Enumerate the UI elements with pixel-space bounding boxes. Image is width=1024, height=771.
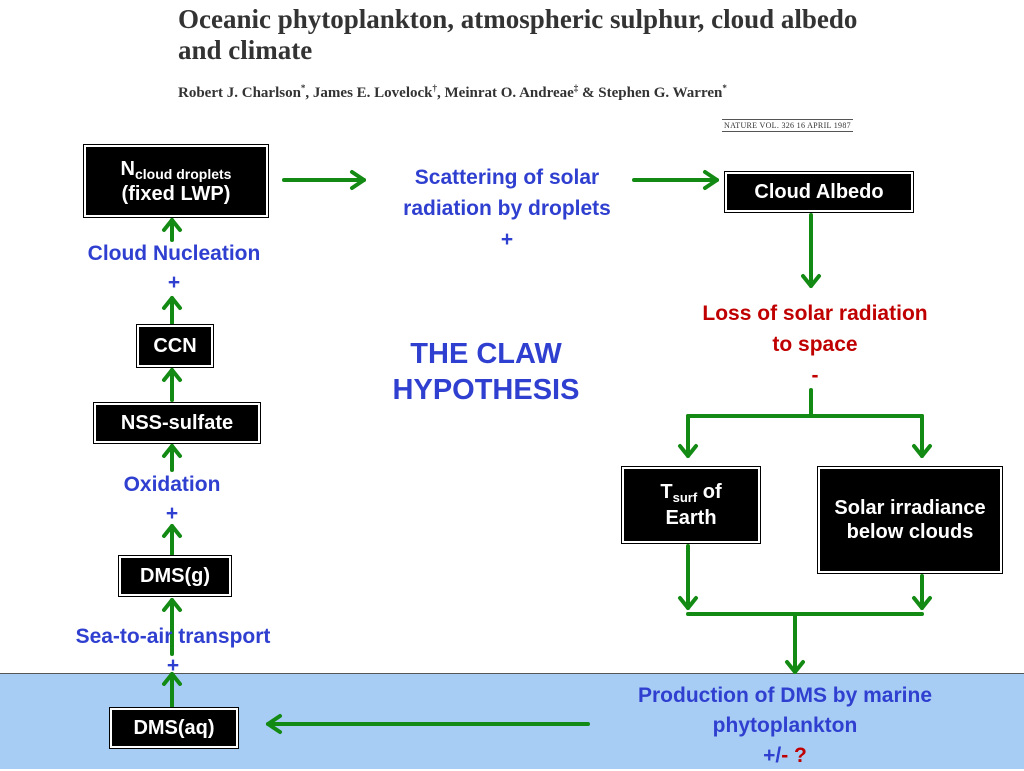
tsurf-line1: Tsurf of <box>660 481 722 505</box>
label-loss-solar: Loss of solar radiation to space - <box>690 298 940 391</box>
box-cloud-albedo: Cloud Albedo <box>724 171 914 213</box>
n-cloud-line2: (fixed LWP) <box>121 182 231 205</box>
arrow-down-albedo-to-loss <box>801 213 821 288</box>
tsurf-line2: Earth <box>665 507 717 529</box>
author-mark: † <box>432 83 438 93</box>
author-separator: , <box>437 85 445 101</box>
loss-sign: - <box>811 364 819 387</box>
n-cloud-line1: Ncloud droplets <box>120 157 232 182</box>
author-joiner: & <box>578 85 599 101</box>
sea-air-sign: + <box>166 654 180 677</box>
nucleation-text: Cloud Nucleation <box>87 242 261 265</box>
box-nss-sulfate: NSS-sulfate <box>93 402 261 444</box>
author-name: Meinrat O. Andreae <box>444 85 574 101</box>
paper-authors: Robert J. Charlson*, James E. Lovelock†,… <box>178 83 908 102</box>
author-separator: , <box>305 85 313 101</box>
oxidation-sign: + <box>165 502 179 525</box>
label-cloud-nucleation: Cloud Nucleation + <box>50 239 298 297</box>
journal-citation: NATURE VOL. 326 16 APRIL 1987 <box>722 119 853 132</box>
box-dms-aqueous: DMS(aq) <box>109 707 239 749</box>
scattering-sign: + <box>500 228 514 251</box>
box-ccn: CCN <box>136 324 214 368</box>
sea-air-text: Sea-to-air transport <box>75 625 271 648</box>
arrow-up-ccn-to-nucleation <box>162 296 182 325</box>
scattering-text: Scattering of solar radiation by droplet… <box>403 166 611 220</box>
arrow-left-production-to-dmsaq <box>266 714 590 734</box>
paper-title: Oceanic phytoplankton, atmospheric sulph… <box>178 4 858 65</box>
arrow-up-dmsaq-to-dmsg <box>162 672 182 708</box>
label-dms-production: Production of DMS by marine phytoplankto… <box>580 681 990 771</box>
author-mark: ‡ <box>573 83 579 93</box>
arrow-right-ncloud-to-scattering <box>282 170 366 190</box>
box-dms-gas: DMS(g) <box>118 555 232 597</box>
arrow-up-oxidation-to-nss <box>162 444 182 472</box>
author-name: Stephen G. Warren <box>598 85 723 101</box>
box-n-cloud-droplets: Ncloud droplets (fixed LWP) <box>83 144 269 218</box>
diagram-title: THE CLAW HYPOTHESIS <box>392 338 580 406</box>
branch-from-loss <box>678 388 932 458</box>
arrow-up-nucleation-to-ncloud <box>162 218 182 242</box>
author-name: Robert J. Charlson <box>178 85 301 101</box>
author-mark: * <box>722 83 727 93</box>
box-solar-irradiance: Solar irradiance below clouds <box>817 466 1003 574</box>
box-surface-temperature: Tsurf of Earth <box>621 466 761 544</box>
arrow-up-sea-air <box>162 598 182 656</box>
arrow-right-scattering-to-albedo <box>632 170 719 190</box>
arrow-up-nss-to-ccn <box>162 368 182 402</box>
arrow-up-dmsg-to-oxidation <box>162 524 182 556</box>
author-mark: * <box>300 83 306 93</box>
merge-to-production <box>678 544 932 674</box>
loss-text: Loss of solar radiation to space <box>702 302 928 356</box>
nucleation-sign: + <box>167 271 181 294</box>
oxidation-text: Oxidation <box>123 473 221 496</box>
production-sign: +/- ? <box>763 744 807 767</box>
label-scattering: Scattering of solar radiation by droplet… <box>372 162 642 255</box>
production-text: Production of DMS by marine phytoplankto… <box>637 684 933 737</box>
author-name: James E. Lovelock <box>312 85 433 101</box>
label-oxidation: Oxidation + <box>90 470 254 528</box>
label-sea-to-air: Sea-to-air transport + <box>40 622 306 680</box>
